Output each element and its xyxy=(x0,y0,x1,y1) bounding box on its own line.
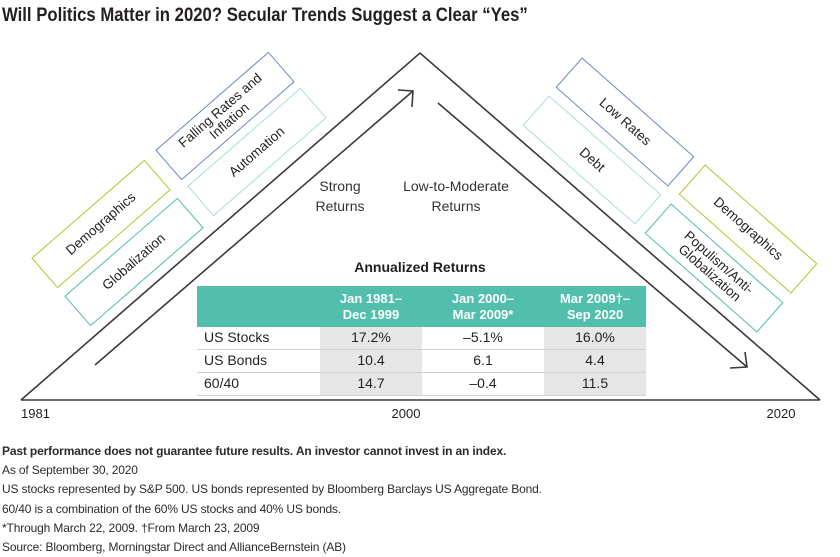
phase-label-strong-returns: Strong Returns xyxy=(315,178,365,214)
table-row: US Bonds 10.4 6.1 4.4 xyxy=(197,350,646,373)
annualized-returns-table: Jan 1981– Dec 1999 Jan 2000– Mar 2009* M… xyxy=(197,286,646,396)
footnote-line: 60/40 is a combination of the 60% US sto… xyxy=(2,501,342,516)
column-header: Jan 2000– Mar 2009* xyxy=(451,290,515,322)
table-cell: 17.2% xyxy=(320,327,422,349)
row-label: 60/40 xyxy=(204,375,240,391)
phase-label-low-moderate-returns: Low-to-Moderate Returns xyxy=(403,178,509,214)
table-row: 60/40 14.7 –0.4 11.5 xyxy=(197,373,646,396)
row-label: US Stocks xyxy=(204,329,270,345)
timeline-label-end: 2020 xyxy=(766,406,796,421)
table-cell: –5.1% xyxy=(463,329,503,345)
page-title: Will Politics Matter in 2020? Secular Tr… xyxy=(2,5,528,26)
timeline-label-peak: 2000 xyxy=(391,406,421,421)
table-cell: 4.4 xyxy=(544,350,646,372)
disclaimer: Past performance does not guarantee futu… xyxy=(2,444,507,458)
rising-arrow-shaft xyxy=(94,90,414,366)
triangle-outline xyxy=(20,51,821,401)
column-header: Mar 2009†– Sep 2020 xyxy=(559,290,631,322)
source-line: Source: Bloomberg, Morningstar Direct an… xyxy=(2,540,346,555)
footnotes: Past performance does not guarantee futu… xyxy=(2,442,542,557)
falling-arrow-head xyxy=(729,351,748,369)
table-row: US Stocks 17.2% –5.1% 16.0% xyxy=(197,327,646,350)
table-cell: 10.4 xyxy=(320,350,422,372)
table-cell: 6.1 xyxy=(473,352,493,368)
timeline-label-start: 1981 xyxy=(21,406,50,421)
falling-arrow-shaft xyxy=(437,102,748,368)
factor-label: Debt xyxy=(576,144,608,175)
footnote-line: *Through March 22, 2009. †From March 23,… xyxy=(2,520,260,535)
table-cell: –0.4 xyxy=(469,375,497,391)
table-cell: 16.0% xyxy=(544,327,646,349)
row-label: US Bonds xyxy=(204,352,268,368)
column-header: Jan 1981– Dec 1999 xyxy=(339,290,403,322)
table-cell: 14.7 xyxy=(320,373,422,395)
rising-arrow-head xyxy=(397,89,414,108)
table-title: Annualized Returns xyxy=(354,259,486,275)
table-cell: 11.5 xyxy=(544,373,646,395)
table-header-row: Jan 1981– Dec 1999 Jan 2000– Mar 2009* M… xyxy=(197,286,646,327)
column-header xyxy=(197,286,320,327)
footnote-line: As of September 30, 2020 xyxy=(2,463,138,478)
footnote-line: US stocks represented by S&P 500. US bon… xyxy=(2,482,542,497)
